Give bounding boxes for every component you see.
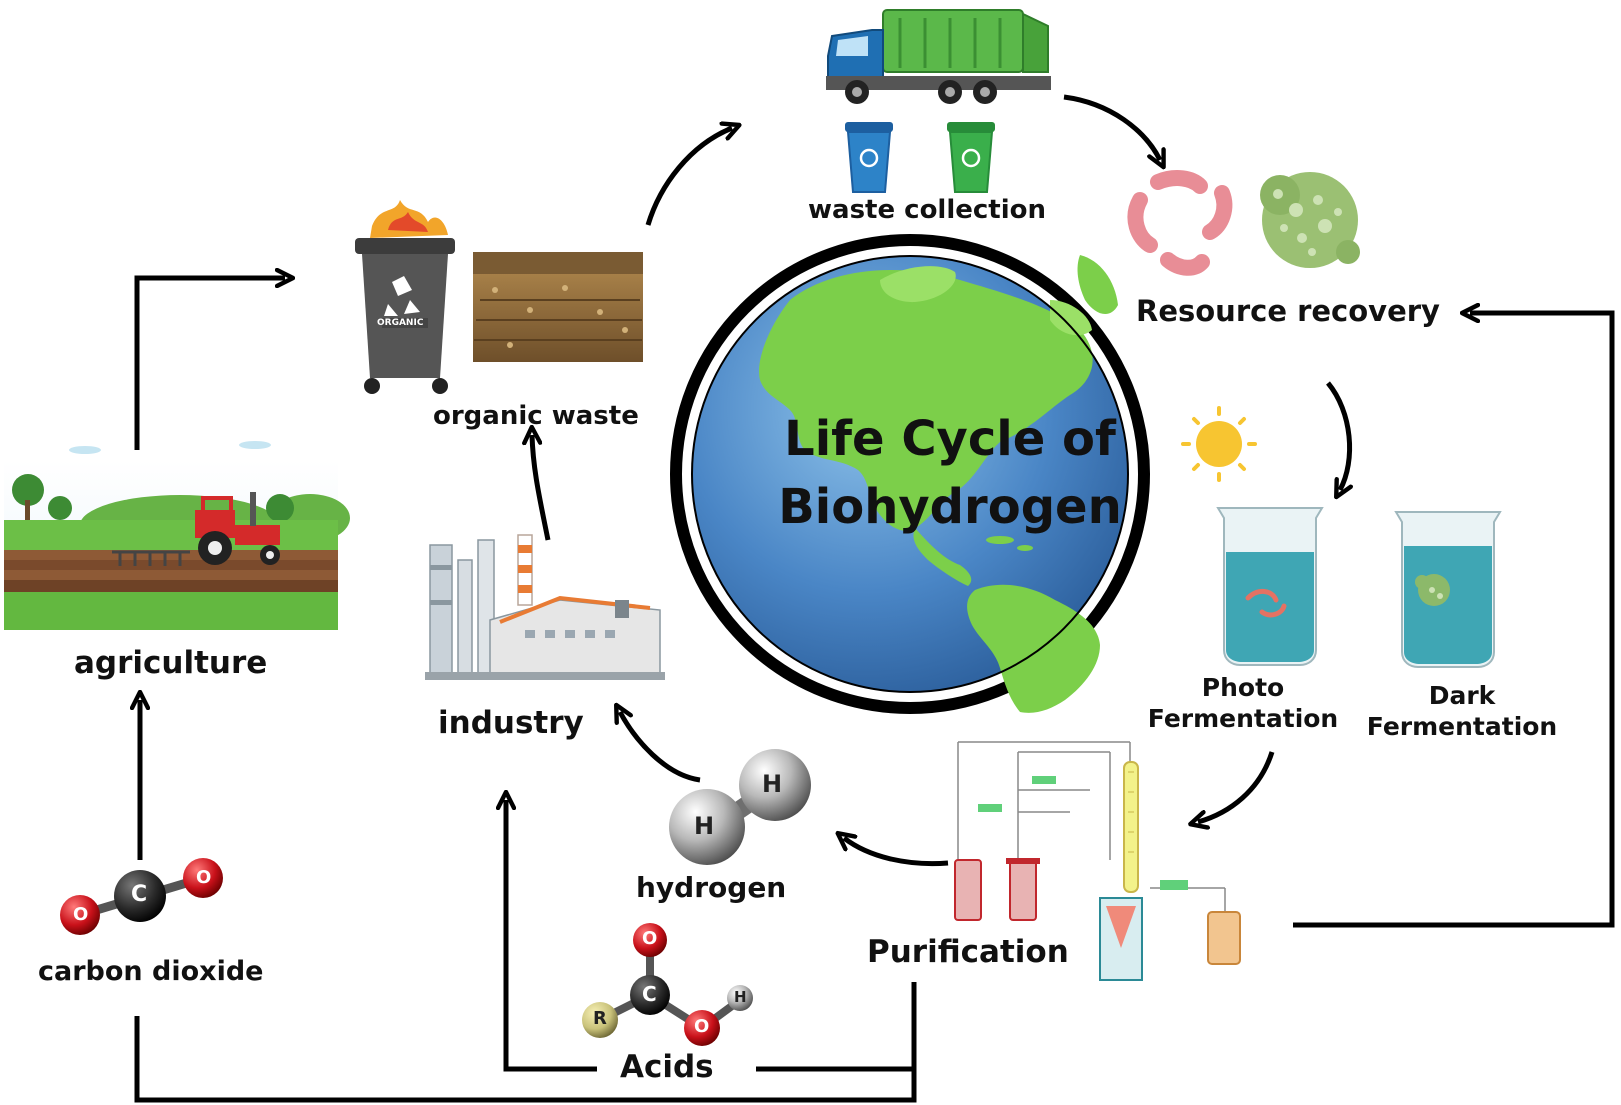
resource-recovery-label: Resource recovery: [1136, 294, 1440, 328]
acids-label: Acids: [620, 1049, 714, 1085]
atom-label-h-2: H: [694, 812, 715, 840]
industry-label: industry: [438, 705, 584, 741]
title-line-1: Life Cycle of: [784, 411, 1116, 467]
atom-label-acid-o-right: O: [694, 1016, 710, 1037]
arrow-acids-to-industry: [506, 800, 597, 1072]
globe-icon: [670, 234, 1150, 714]
dark-fermentation-line-1: Dark: [1428, 681, 1496, 710]
arrow-resource-recovery-to-fermentation: [1326, 381, 1350, 490]
title-line-2: Biohydrogen: [778, 479, 1122, 535]
dark-fermentation-line-2: Fermentation: [1366, 712, 1558, 741]
sun-icon: [1181, 406, 1257, 482]
dark-fermentation-label: Dark Fermentation: [1362, 680, 1562, 742]
page-title: Life Cycle of Biohydrogen: [700, 405, 1200, 541]
atom-label-co2-o-right: O: [196, 867, 212, 888]
photo-fermentation-label: Photo Fermentation: [1143, 672, 1343, 734]
purification-label: Purification: [867, 934, 1069, 970]
photo-fermentation-line-1: Photo: [1201, 673, 1285, 702]
acid-molecule-icon: [582, 923, 753, 1046]
atom-label-acid-h: H: [734, 988, 747, 1006]
co2-molecule-icon: [60, 858, 223, 935]
purification-apparatus-icon: [954, 741, 1241, 981]
algae-cell-icon: [1260, 172, 1360, 268]
atom-label-co2-c: C: [131, 882, 148, 907]
green-recycle-bin-icon: [947, 122, 995, 193]
atom-label-acid-o-top: O: [642, 928, 658, 949]
factory-icon: [425, 534, 665, 680]
bacteria-icon: [1127, 170, 1233, 276]
arrow-waste-collection-to-resource-recovery: [1063, 94, 1160, 160]
atom-label-h-1: H: [762, 770, 783, 798]
beaker-bacteria-icon: [1216, 507, 1324, 666]
photo-fermentation-line-2: Fermentation: [1147, 704, 1339, 733]
atom-label-co2-o-left: O: [73, 904, 89, 925]
organic-bin-icon: [355, 200, 455, 394]
arrow-industry-to-organic-waste: [532, 435, 551, 541]
organic-waste-label: organic waste: [433, 401, 639, 431]
arrow-purification-to-hydrogen: [844, 838, 949, 867]
hydrogen-label: hydrogen: [636, 871, 787, 904]
tractor-field-icon: [4, 441, 350, 630]
organic-bin-text: ORGANIC: [377, 318, 424, 328]
arrow-agriculture-to-organic-waste: [134, 278, 285, 450]
arrow-organic-waste-to-waste-collection: [645, 128, 732, 226]
atom-label-acid-r: R: [593, 1008, 607, 1029]
waste-collection-label: waste collection: [808, 195, 1047, 225]
atom-label-acid-c: C: [642, 982, 657, 1006]
arrow-fermentation-to-purification: [1198, 751, 1275, 822]
arrow-hydrogen-to-industry: [620, 712, 701, 783]
agriculture-label: agriculture: [74, 645, 268, 681]
hydrogen-molecule-icon: [669, 749, 811, 865]
arrow-purification-to-co2-loop: [134, 982, 917, 1103]
crop-field-icon: [473, 252, 643, 362]
garbage-truck-icon: [826, 9, 1051, 104]
blue-recycle-bin-icon: [845, 122, 893, 193]
beaker-algae-icon: [1394, 511, 1502, 668]
arrow-purification-to-resource-recovery: [1293, 313, 1615, 928]
carbon-dioxide-label: carbon dioxide: [38, 956, 264, 987]
